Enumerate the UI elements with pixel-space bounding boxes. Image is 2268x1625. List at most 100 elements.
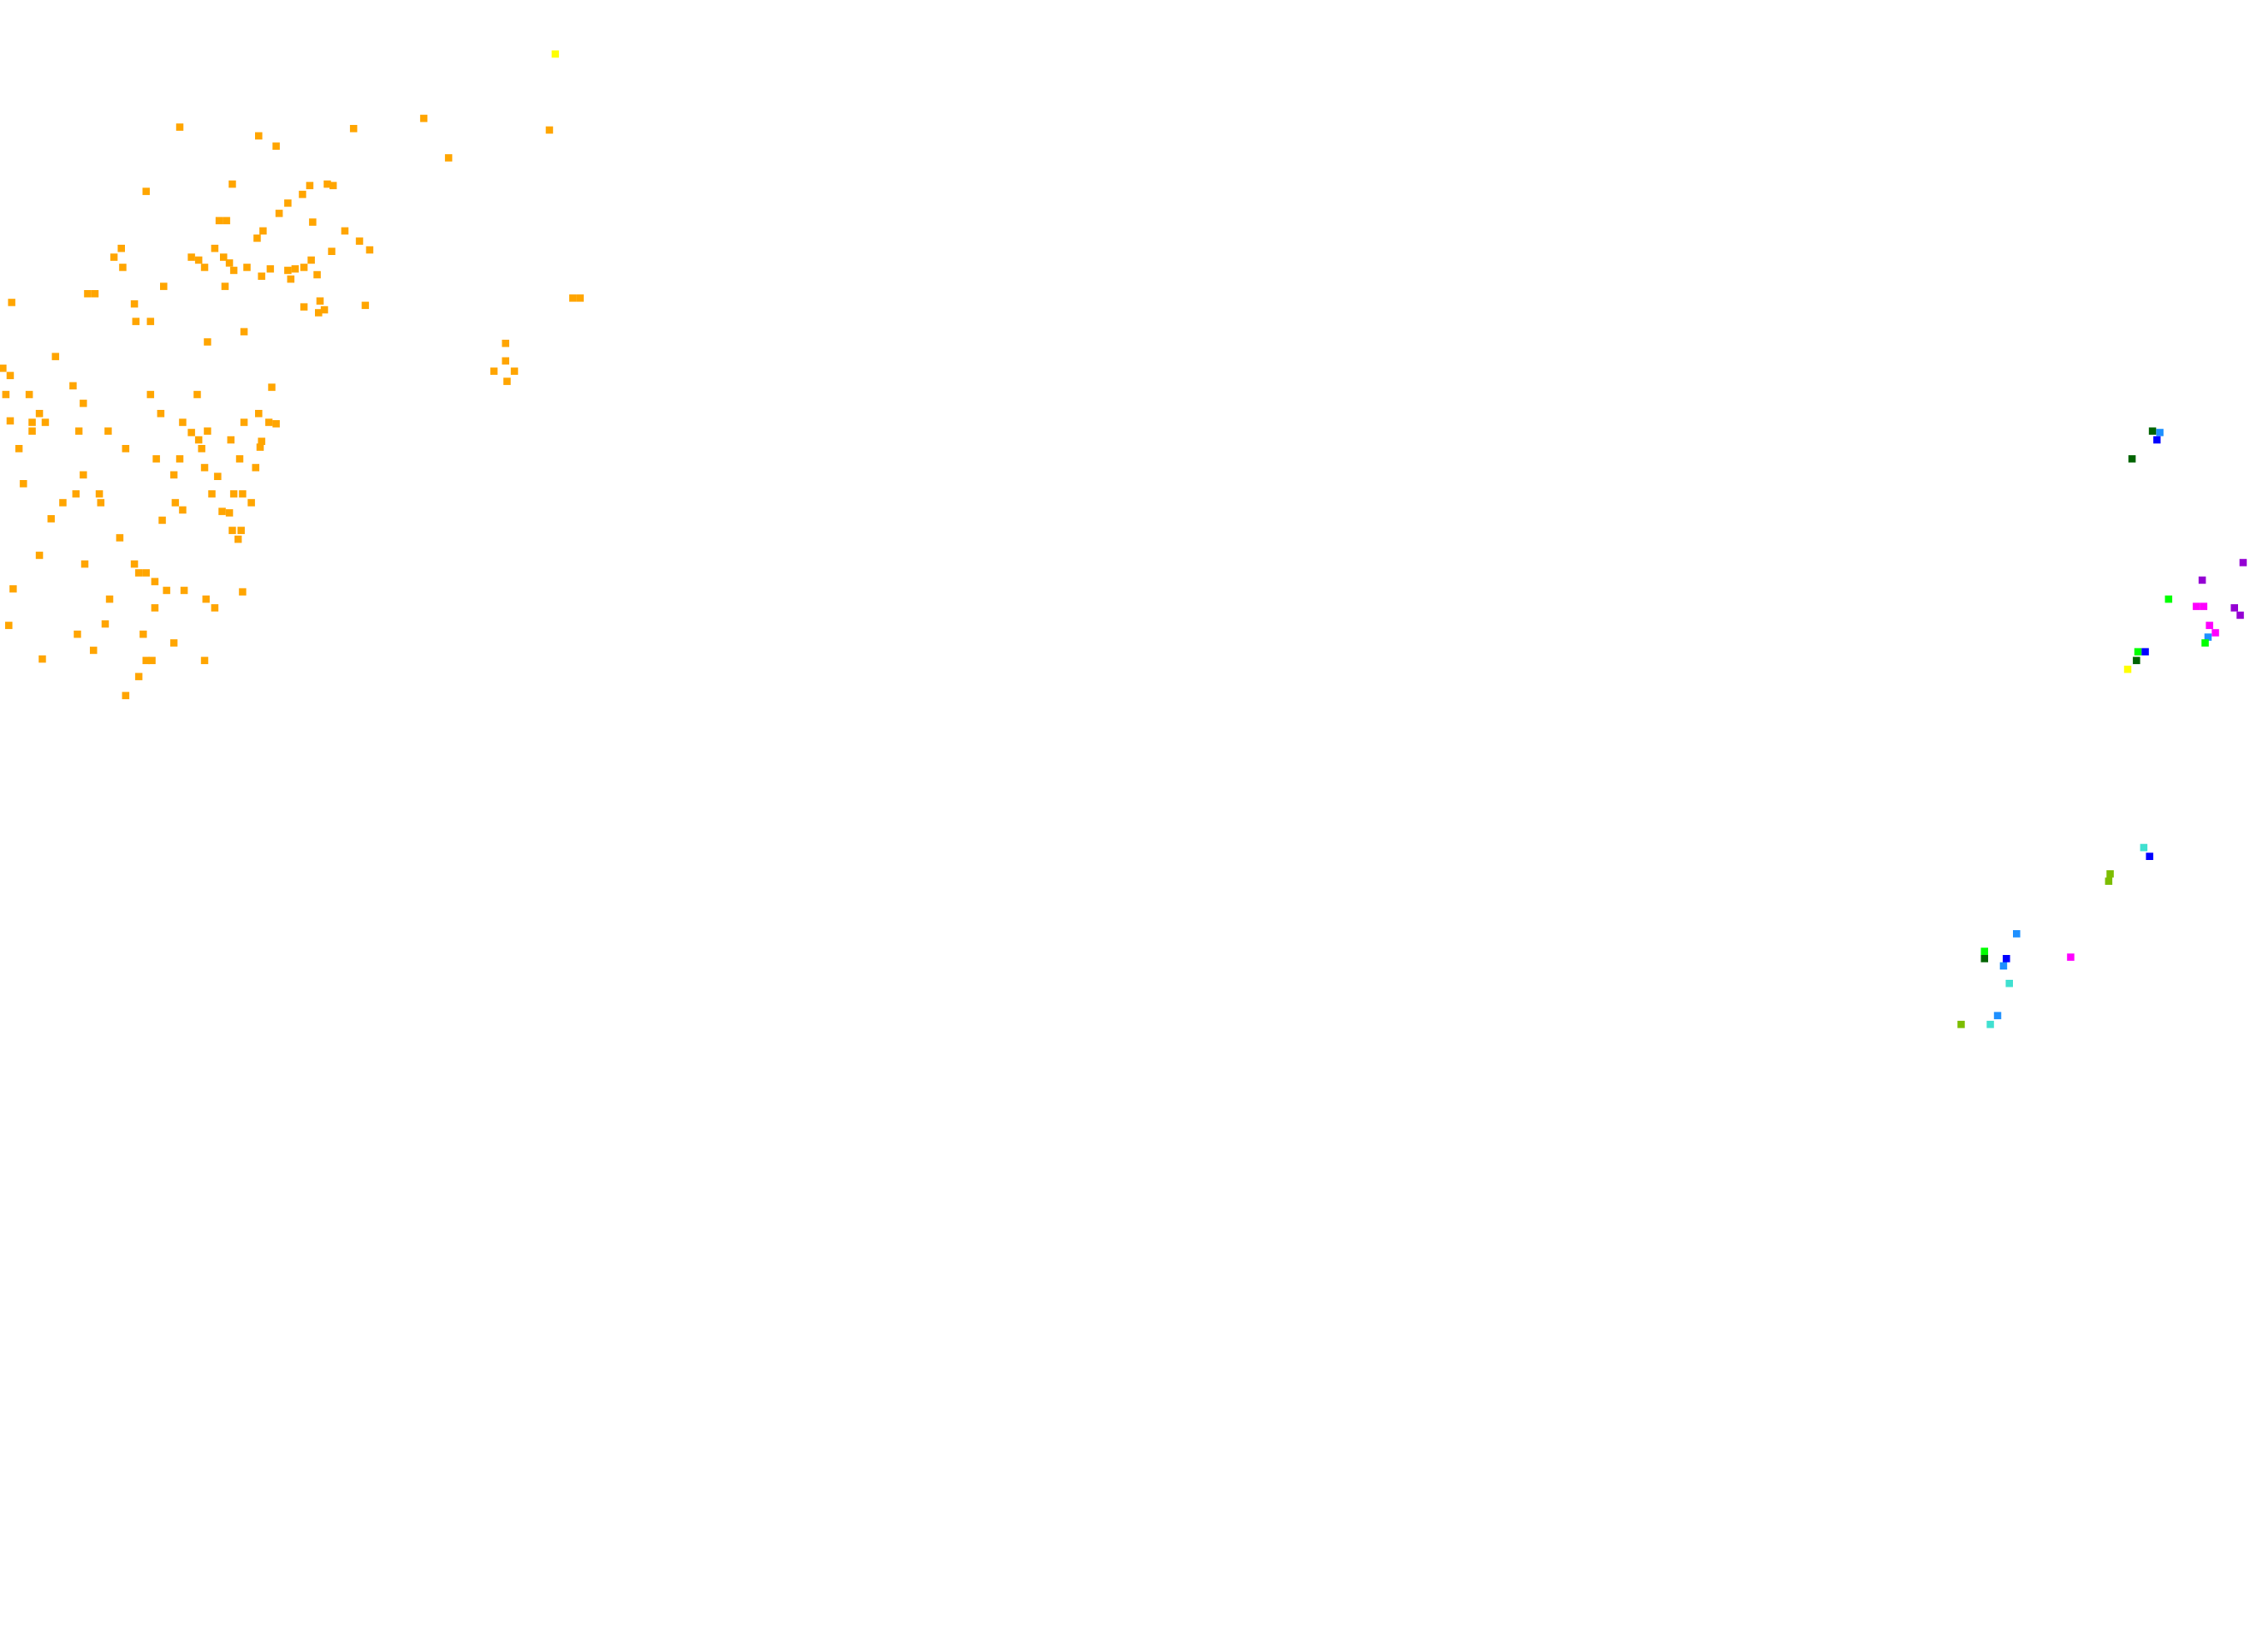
pixel-dot (187, 429, 195, 436)
pixel-dot (179, 506, 187, 514)
pixel-dot (307, 256, 315, 264)
pixel-dot (146, 317, 155, 325)
pixel-dot (140, 630, 147, 638)
pixel-dot (134, 569, 143, 577)
pixel-dot (119, 264, 127, 271)
pixel-dot (569, 294, 577, 302)
pixel-dot (316, 297, 324, 305)
pixel-dot (104, 427, 112, 435)
pixel-dot (5, 621, 13, 630)
pixel-dot (148, 656, 156, 665)
pixel-dot (259, 227, 267, 235)
pixel-dot (122, 445, 130, 453)
pixel-dot (576, 294, 585, 302)
pixel-dot (35, 410, 44, 418)
pixel-dot (2230, 604, 2238, 612)
pixel-dot (243, 264, 251, 271)
pixel-dot (208, 489, 216, 498)
pixel-dot (2067, 953, 2075, 961)
pixel-dot (235, 535, 242, 543)
pixel-dot (142, 569, 150, 577)
pixel-dot (510, 367, 519, 375)
pixel-dot (255, 132, 263, 139)
pixel-dot (95, 489, 104, 498)
pixel-dot (214, 472, 222, 480)
pixel-dot (287, 275, 294, 283)
pixel-dot (237, 526, 245, 535)
pixel-dot (2148, 427, 2157, 435)
pixel-dot (204, 338, 211, 346)
pixel-dot (2133, 656, 2140, 665)
pixel-dot (240, 418, 248, 426)
pixel-dot (15, 445, 23, 453)
pixel-dot (2106, 870, 2114, 878)
pixel-dot (268, 383, 276, 391)
pixel-dot (300, 264, 308, 271)
pixel-dot (227, 436, 235, 444)
pixel-dot (9, 584, 17, 593)
pixel-dot (142, 656, 150, 665)
pixel-dot (152, 455, 160, 463)
pixel-dot (84, 290, 92, 298)
pixel-dot (6, 417, 15, 425)
pixel-dot (97, 499, 104, 507)
pixel-dot (25, 390, 33, 399)
pixel-dot (2164, 595, 2173, 603)
pixel-dot (187, 253, 195, 261)
pixel-dot (502, 357, 509, 365)
pixel-dot (502, 340, 509, 347)
pixel-dot (35, 551, 44, 560)
pixel-dot (291, 265, 300, 273)
pixel-dot (80, 400, 87, 407)
pixel-dot (365, 246, 374, 254)
pixel-dot (2236, 611, 2244, 620)
pixel-dot (330, 181, 337, 190)
pixel-dot (300, 303, 308, 311)
pixel-dot (2200, 602, 2208, 610)
pixel-dot (253, 234, 261, 242)
pixel-dot (28, 427, 36, 435)
pixel-dot (134, 673, 143, 680)
pixel-dot (239, 489, 246, 498)
pixel-dot (2156, 429, 2164, 436)
pixel-dot (309, 218, 317, 226)
pixel-dot (284, 266, 292, 275)
pixel-dot (198, 445, 205, 453)
pixel-dot (545, 126, 554, 134)
pixel-dot (2003, 955, 2010, 963)
pixel-dot (2239, 559, 2247, 566)
pixel-dot (2212, 629, 2219, 637)
pixel-dot (91, 290, 99, 298)
pixel-dot (8, 299, 15, 306)
pixel-dot (229, 526, 236, 535)
pixel-dot (444, 154, 453, 162)
pixel-dot (223, 216, 230, 225)
pixel-dot (204, 427, 211, 435)
pixel-dot (252, 464, 259, 471)
pixel-dot (202, 595, 210, 603)
pixel-dot (39, 655, 46, 663)
pixel-dot (256, 443, 264, 451)
pixel-dot (2193, 602, 2200, 610)
pixel-dot (74, 427, 83, 435)
pixel-dot (151, 604, 159, 612)
pixel-dot (2005, 980, 2013, 987)
pixel-dot (110, 253, 118, 261)
pixel-dot (320, 305, 329, 314)
pixel-dot (2013, 930, 2021, 938)
pixel-dot (239, 588, 246, 596)
pixel-dot (2134, 648, 2142, 655)
pixel-dot (163, 586, 170, 595)
pixel-dot (299, 190, 306, 199)
pixel-dot (235, 455, 244, 463)
pixel-dot (179, 418, 187, 426)
pixel-dot (229, 266, 238, 275)
pixel-dot (313, 270, 321, 279)
pixel-dot (194, 256, 203, 264)
pixel-dot (328, 247, 335, 255)
pixel-dot (258, 437, 265, 445)
pixel-dot (341, 227, 349, 235)
pixel-dot (2201, 639, 2209, 647)
pixel-dot (551, 50, 560, 58)
pixel-dot (229, 489, 238, 498)
